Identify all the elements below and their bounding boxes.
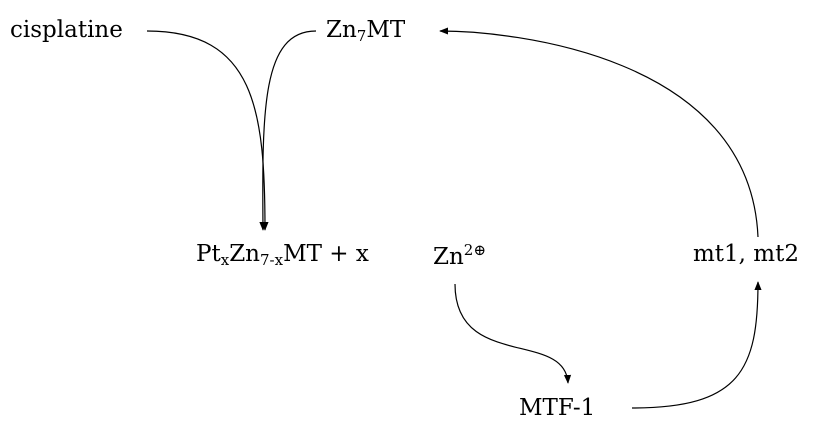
edge-cisplatine-to-complex: [146, 30, 269, 231]
edge-mtf1-to-mt-genes: [631, 281, 762, 409]
mtf1-label: MTF-1: [519, 395, 596, 421]
complex-pt-subscript: x: [220, 251, 230, 269]
zn7mt-tail: MT: [366, 17, 406, 43]
node-mt-genes: mt1, mt2: [693, 243, 799, 266]
zn7mt-subscript: 7: [356, 27, 367, 45]
complex-mt: MT: [283, 241, 322, 267]
edge-zn7mt-to-complex: [259, 30, 317, 231]
edge-zn-to-mtf1: [454, 283, 572, 384]
complex-zn-subscript: 7-x: [259, 251, 284, 269]
node-mtf1: MTF-1: [519, 397, 595, 420]
complex-zn: Zn: [229, 241, 260, 267]
complex-plus-x: + x: [329, 241, 369, 267]
mt-genes-label: mt1, mt2: [693, 241, 799, 267]
node-cisplatine: cisplatine: [10, 19, 123, 42]
cisplatine-label: cisplatine: [10, 17, 123, 43]
zn-ion-base: Zn: [433, 244, 464, 270]
node-zn7mt: Zn7MT: [326, 19, 405, 44]
complex-pt: Pt: [196, 241, 221, 267]
node-complex: PtxZn7-xMT + x: [196, 243, 369, 268]
zn-ion-charge: 2⊕: [463, 241, 486, 259]
edge-mt-genes-to-zn7mt: [439, 27, 759, 238]
zn7mt-base: Zn: [326, 17, 357, 43]
node-zn-ion: Zn2⊕: [433, 243, 486, 269]
